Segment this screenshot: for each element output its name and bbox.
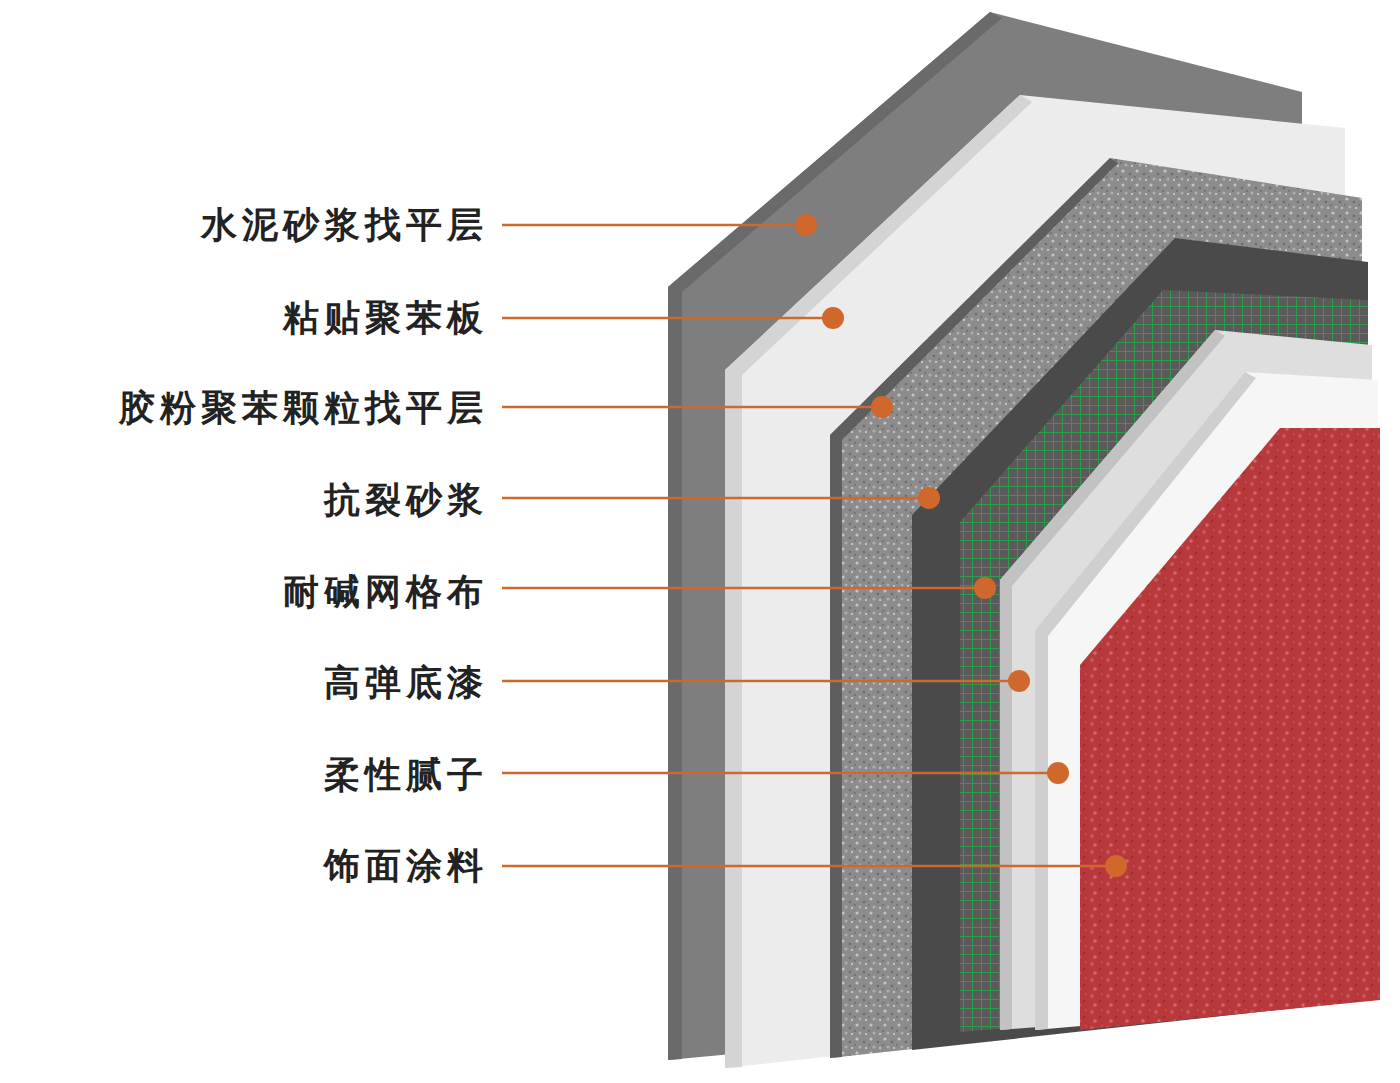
layer-label: 耐碱网格布 [283,570,488,613]
leader-dots [795,214,1127,877]
finish-coating-layer [1080,428,1380,1030]
layer-label: 粘贴聚苯板 [283,296,488,339]
layer-label: 胶粉聚苯颗粒找平层 [119,386,488,429]
layer-label: 抗裂砂浆 [324,478,488,521]
leader-lines [502,225,1116,866]
layer-label: 水泥砂浆找平层 [201,203,488,246]
layer-label: 高弹底漆 [324,661,488,704]
layer-label: 柔性腻子 [324,753,488,796]
layer-label: 饰面涂料 [324,844,488,887]
